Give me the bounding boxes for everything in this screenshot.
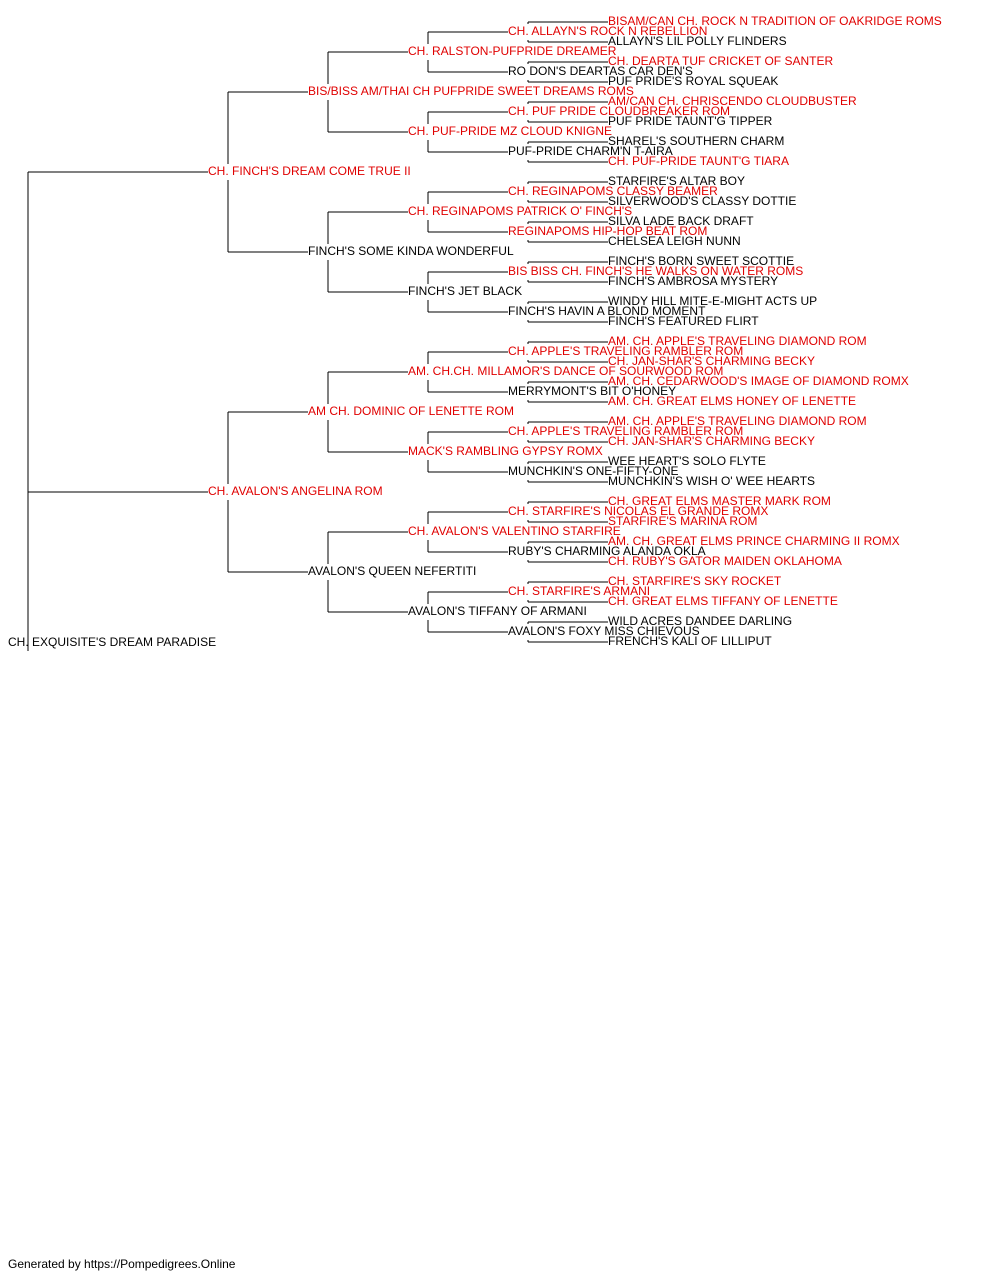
ancestor-name-gen-4: CH. APPLE'S TRAVELING RAMBLER ROM — [508, 344, 743, 358]
ancestor-name-gen-5: BISAM/CAN CH. ROCK N TRADITION OF OAKRID… — [608, 14, 942, 28]
ancestor-name-gen-3: AM. CH.CH. MILLAMOR'S DANCE OF SOURWOOD … — [408, 364, 723, 378]
ancestor-name-gen-5: AM. CH. GREAT ELMS PRINCE CHARMING II RO… — [608, 534, 900, 548]
ancestor-name-gen-5: CH. JAN-SHAR'S CHARMING BECKY — [608, 354, 815, 368]
ancestor-name-gen-2: FINCH'S SOME KINDA WONDERFUL — [308, 244, 514, 258]
ancestor-name-gen-3: FINCH'S JET BLACK — [408, 284, 522, 298]
ancestor-name-gen-4: CH. ALLAYN'S ROCK N REBELLION — [508, 24, 707, 38]
ancestor-name-gen-5: WILD ACRES DANDEE DARLING — [608, 614, 792, 628]
ancestor-name-gen-3: CH. REGINAPOMS PATRICK O' FINCH'S — [408, 204, 632, 218]
ancestor-name-gen-1: CH. FINCH'S DREAM COME TRUE II — [208, 164, 411, 178]
ancestor-name-gen-4: CH. APPLE'S TRAVELING RAMBLER ROM — [508, 424, 743, 438]
ancestor-name-gen-5: CH. DEARTA TUF CRICKET OF SANTER — [608, 54, 833, 68]
ancestor-name-gen-5: FINCH'S AMBROSA MYSTERY — [608, 274, 778, 288]
ancestor-name-gen-4: AVALON'S FOXY MISS CHIEVOUS — [508, 624, 700, 638]
ancestor-name-gen-5: AM. CH. CEDARWOOD'S IMAGE OF DIAMOND ROM… — [608, 374, 909, 388]
ancestor-name-gen-4: MUNCHKIN'S ONE-FIFTY-ONE — [508, 464, 679, 478]
ancestor-name-gen-5: SHAREL'S SOUTHERN CHARM — [608, 134, 784, 148]
ancestor-name-gen-5: STARFIRE'S MARINA ROM — [608, 514, 757, 528]
ancestor-name-gen-5: FRENCH'S KALI OF LILLIPUT — [608, 634, 772, 648]
ancestor-name-gen-3: AVALON'S TIFFANY OF ARMANI — [408, 604, 587, 618]
ancestor-name-gen-2: AM CH. DOMINIC OF LENETTE ROM — [308, 404, 514, 418]
ancestor-name-gen-5: STARFIRE'S ALTAR BOY — [608, 174, 745, 188]
ancestor-name-gen-3: CH. RALSTON-PUFPRIDE DREAMER — [408, 44, 617, 58]
ancestor-name-gen-5: AM/CAN CH. CHRISCENDO CLOUDBUSTER — [608, 94, 857, 108]
ancestor-name-gen-5: CHELSEA LEIGH NUNN — [608, 234, 741, 248]
ancestor-name-gen-3: CH. AVALON'S VALENTINO STARFIRE — [408, 524, 621, 538]
ancestor-name-gen-5: CH. GREAT ELMS MASTER MARK ROM — [608, 494, 831, 508]
footer-credit: Generated by https://Pompedigrees.Online — [8, 1257, 236, 1271]
ancestor-name-gen-4: CH. STARFIRE'S NICOLAS EL GRANDE ROMX — [508, 504, 768, 518]
ancestor-name-gen-3: CH. PUF-PRIDE MZ CLOUD KNIGNE — [408, 124, 612, 138]
ancestor-name-gen-5: AM. CH. GREAT ELMS HONEY OF LENETTE — [608, 394, 856, 408]
ancestor-name-gen-5: CH. PUF-PRIDE TAUNT'G TIARA — [608, 154, 789, 168]
ancestor-name-gen-5: CH. RUBY'S GATOR MAIDEN OKLAHOMA — [608, 554, 842, 568]
ancestor-name-gen-4: CH. REGINAPOMS CLASSY BEAMER — [508, 184, 718, 198]
ancestor-name-gen-5: CH. GREAT ELMS TIFFANY OF LENETTE — [608, 594, 838, 608]
ancestor-name-gen-2: BIS/BISS AM/THAI CH PUFPRIDE SWEET DREAM… — [308, 84, 634, 98]
ancestor-name-gen-1: CH. AVALON'S ANGELINA ROM — [208, 484, 383, 498]
ancestor-name-gen-5: WINDY HILL MITE-E-MIGHT ACTS UP — [608, 294, 817, 308]
ancestor-name-gen-4: CH. PUF PRIDE CLOUDBREAKER ROM — [508, 104, 730, 118]
ancestor-name-gen-5: AM. CH. APPLE'S TRAVELING DIAMOND ROM — [608, 334, 867, 348]
ancestor-name-gen-3: MACK'S RAMBLING GYPSY ROMX — [408, 444, 603, 458]
ancestor-name-gen-4: BIS BISS CH. FINCH'S HE WALKS ON WATER R… — [508, 264, 803, 278]
ancestor-name-gen-5: SILVA LADE BACK DRAFT — [608, 214, 754, 228]
subject-dog-name: CH. EXQUISITE'S DREAM PARADISE — [8, 635, 216, 649]
ancestor-name-gen-2: AVALON'S QUEEN NEFERTITI — [308, 564, 476, 578]
ancestor-name-gen-4: MERRYMONT'S BIT O'HONEY — [508, 384, 676, 398]
ancestor-name-gen-5: MUNCHKIN'S WISH O' WEE HEARTS — [608, 474, 815, 488]
ancestor-name-gen-5: FINCH'S BORN SWEET SCOTTIE — [608, 254, 794, 268]
ancestor-name-gen-4: FINCH'S HAVIN A BLOND MOMENT — [508, 304, 706, 318]
ancestor-name-gen-4: PUF-PRIDE CHARM'N T-AIRA — [508, 144, 673, 158]
ancestor-name-gen-5: WEE HEART'S SOLO FLYTE — [608, 454, 766, 468]
ancestor-name-gen-4: CH. STARFIRE'S ARMANI — [508, 584, 650, 598]
ancestor-name-gen-5: ALLAYN'S LIL POLLY FLINDERS — [608, 34, 787, 48]
ancestor-name-gen-5: PUF PRIDE'S ROYAL SQUEAK — [608, 74, 778, 88]
ancestor-name-gen-5: FINCH'S FEATURED FLIRT — [608, 314, 759, 328]
ancestor-name-gen-5: SILVERWOOD'S CLASSY DOTTIE — [608, 194, 796, 208]
ancestor-name-gen-4: RO DON'S DEARTAS CAR DEN'S — [508, 64, 693, 78]
ancestor-name-gen-5: CH. JAN-SHAR'S CHARMING BECKY — [608, 434, 815, 448]
ancestor-name-gen-5: PUF PRIDE TAUNT'G TIPPER — [608, 114, 773, 128]
ancestor-name-gen-4: REGINAPOMS HIP-HOP BEAT ROM — [508, 224, 707, 238]
ancestor-name-gen-5: CH. STARFIRE'S SKY ROCKET — [608, 574, 782, 588]
ancestor-name-gen-4: RUBY'S CHARMING ALANDA OKLA — [508, 544, 706, 558]
ancestor-name-gen-5: AM. CH. APPLE'S TRAVELING DIAMOND ROM — [608, 414, 867, 428]
